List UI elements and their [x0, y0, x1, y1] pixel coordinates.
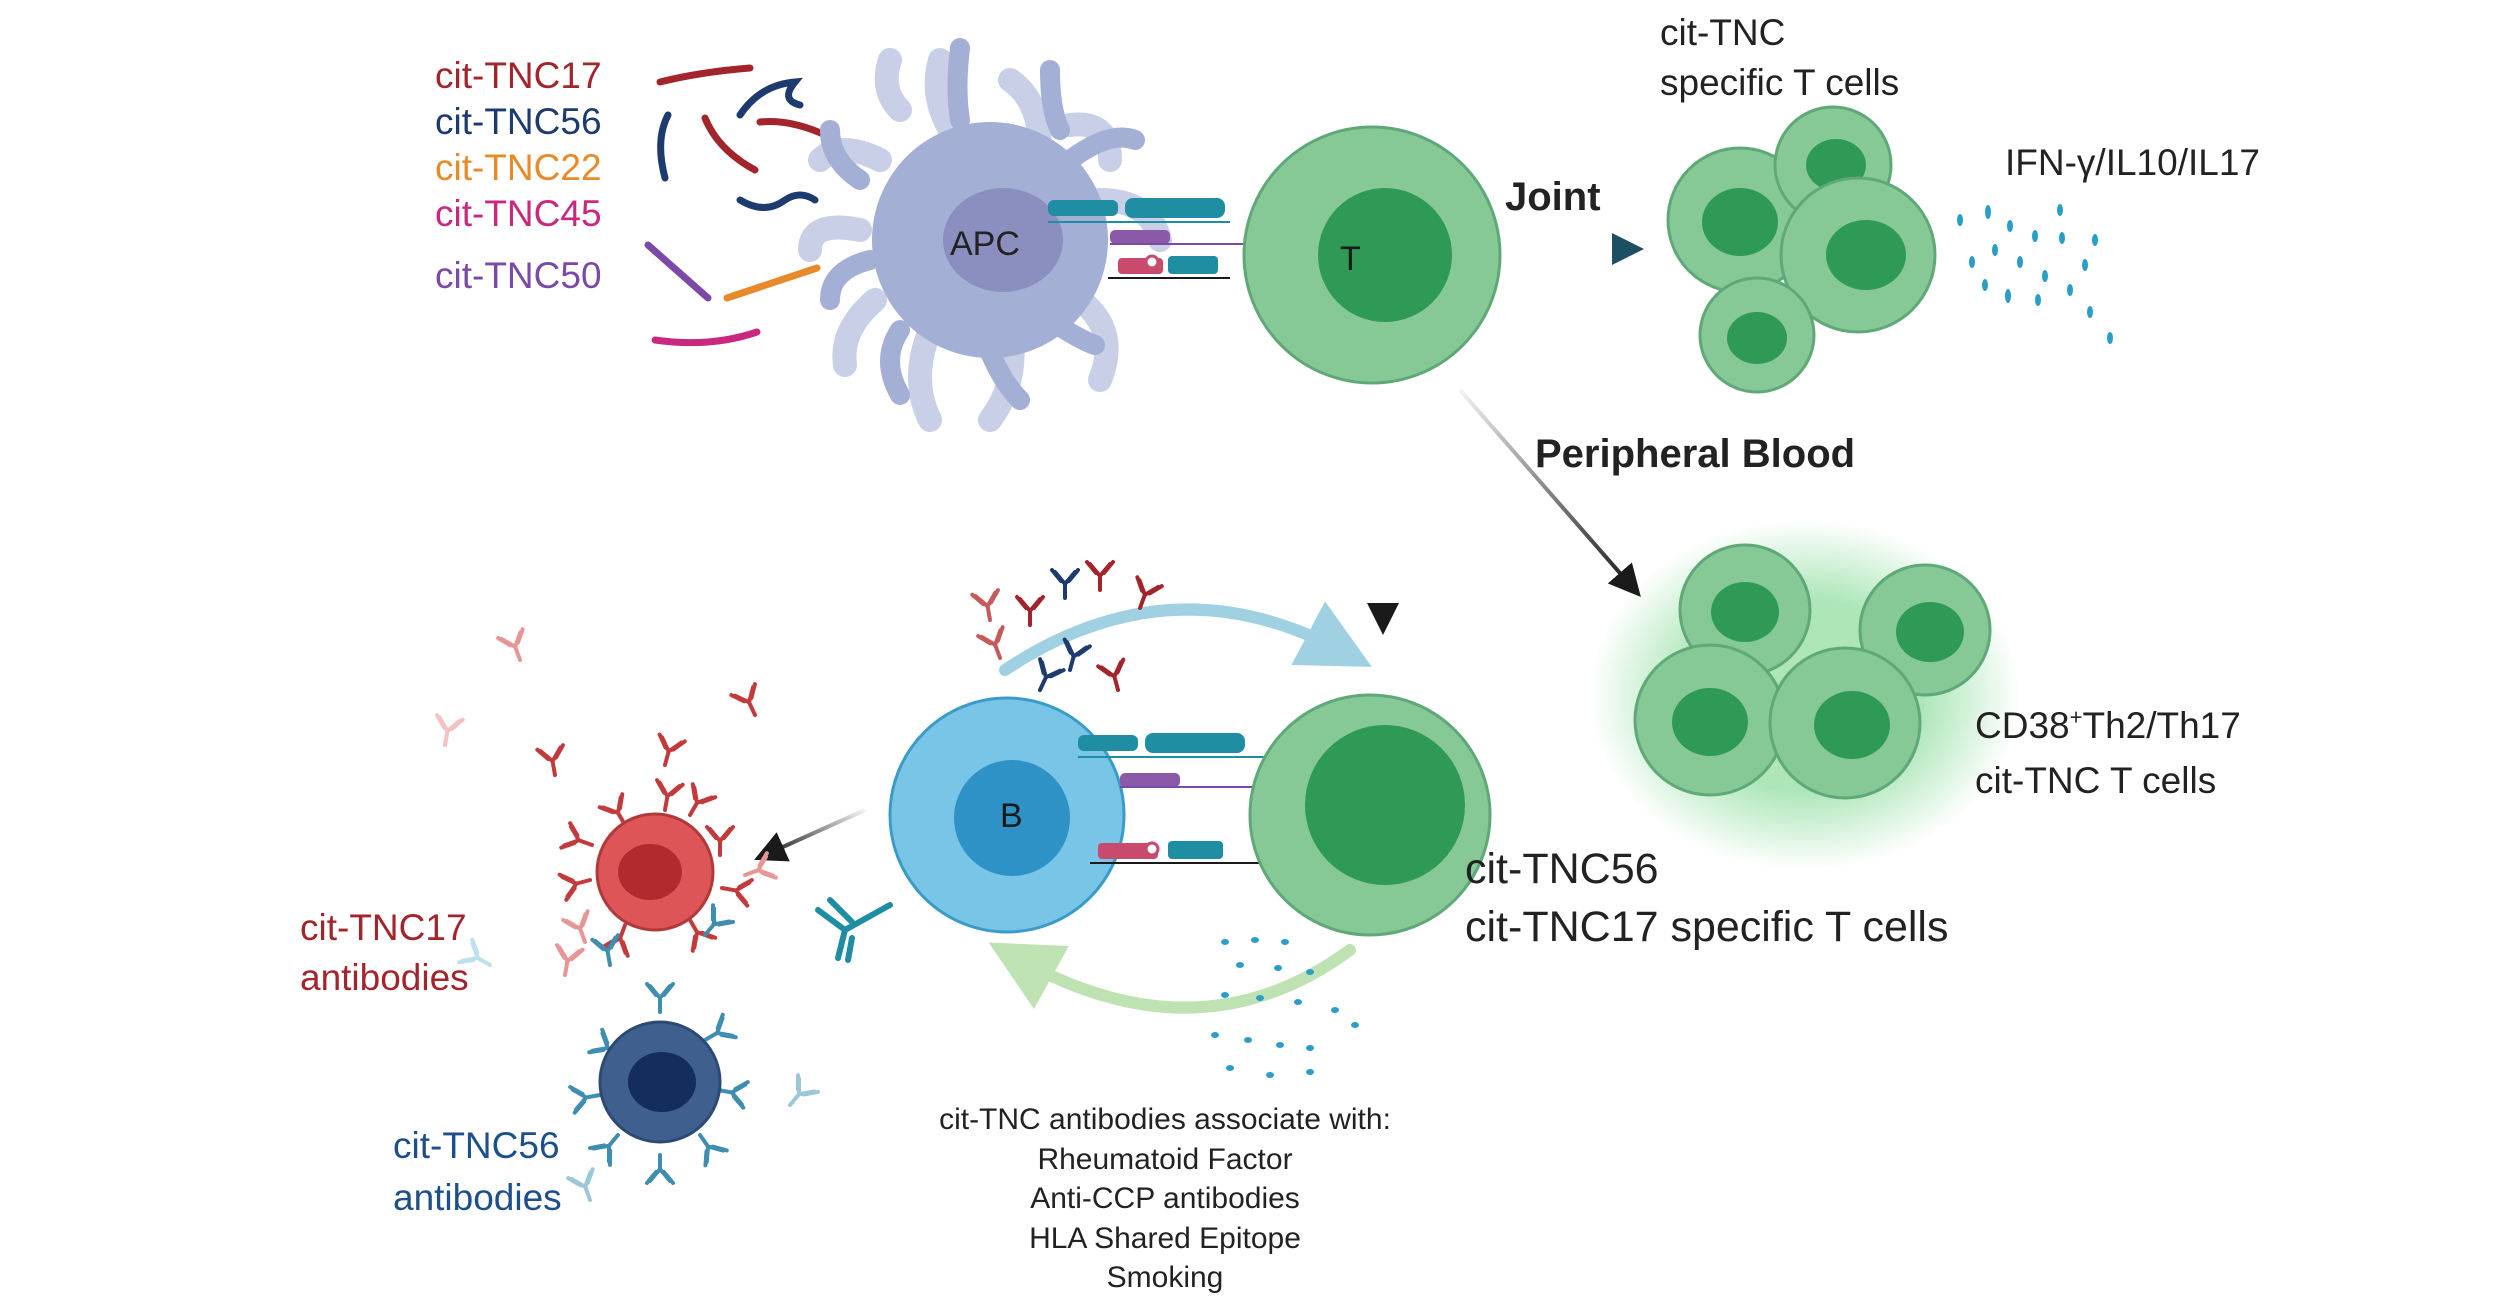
cytokines-label: IFN-γ/IL10/IL17 [2005, 142, 2261, 183]
association-item: Anti-CCP antibodies [1030, 1182, 1300, 1216]
blue-plasma-cell [566, 982, 820, 1207]
joint-label: Joint [1505, 175, 1601, 219]
peptide-fragment [736, 191, 819, 211]
joint-t-cell-cluster [1666, 105, 1937, 394]
b-cell-label: B [1000, 797, 1023, 835]
association-item: Smoking [1106, 1261, 1224, 1295]
associations-note: cit-TNC antibodies associate with: Rheum… [900, 1100, 1430, 1298]
curved-arrow-top [999, 601, 1372, 676]
peripheral-blood-t-cell-cluster [1590, 520, 2020, 870]
cd38-superscript: + [2069, 704, 2083, 730]
b-paired-t-cell [1248, 693, 1492, 937]
red-plasma-cell [430, 627, 778, 980]
peptide-fragment [736, 77, 804, 119]
peripheral-blood-arrow [1458, 388, 1641, 598]
association-item: HLA Shared Epitope [1029, 1221, 1301, 1255]
cytokine-droplets-bottom [1211, 937, 1359, 1078]
peripheral-blood-label: Peripheral Blood [1535, 432, 1856, 476]
curved-arrow-bottom [988, 942, 1356, 1014]
b-cell [815, 696, 1126, 963]
red-antibodies-label-1: cit-TNC17 [300, 907, 467, 948]
b-to-plasma-arrow [754, 808, 866, 862]
tcr-mhc-complex-bottom [1078, 733, 1305, 864]
t-cell [1242, 125, 1502, 385]
apc-label: APC [950, 225, 1020, 263]
association-item: Rheumatoid Factor [1037, 1142, 1293, 1176]
peptide-fragment [701, 114, 759, 174]
blue-antibodies-label-1: cit-TNC56 [393, 1125, 560, 1166]
red-antibodies-label-2: antibodies [300, 957, 469, 998]
cd38-label-line1: CD38+Th2/Th17 [1975, 705, 2241, 746]
peptide-label-tnc22: cit-TNC22 [435, 147, 602, 188]
peptide-fragment [644, 241, 712, 302]
specific-t-cells-label-1: cit-TNC [1660, 12, 1786, 53]
peptide-label-tnc56: cit-TNC56 [435, 101, 602, 142]
tcr-mhc-complex-top [1048, 198, 1255, 279]
th2-th17-text: Th2/Th17 [2082, 705, 2241, 746]
b-t-pair-label-1: cit-TNC56 [1465, 845, 1659, 893]
peptide-label-tnc45: cit-TNC45 [435, 193, 602, 234]
b-t-pair-label-2: cit-TNC17 specific T cells [1465, 903, 1949, 951]
associations-heading: cit-TNC antibodies associate with: [939, 1103, 1391, 1136]
specific-t-cells-label-2: specific T cells [1660, 62, 1900, 103]
peptide-fragments [644, 64, 854, 347]
peptide-fragment [723, 264, 821, 302]
t-cell-label: T [1340, 240, 1361, 278]
cd38-label-line2: cit-TNC T cells [1975, 760, 2217, 801]
peptide-label-tnc50: cit-TNC50 [435, 255, 602, 296]
peptide-fragment [657, 111, 672, 182]
cd38-text: CD38 [1975, 705, 2070, 746]
peptide-fragment [656, 64, 754, 86]
peptide-fragment [651, 328, 761, 347]
blue-antibodies-label-2: antibodies [393, 1177, 562, 1218]
floating-antibodies [970, 560, 1164, 698]
peptide-label-tnc17: cit-TNC17 [435, 55, 602, 96]
cytokine-droplets-joint [1957, 204, 2113, 344]
